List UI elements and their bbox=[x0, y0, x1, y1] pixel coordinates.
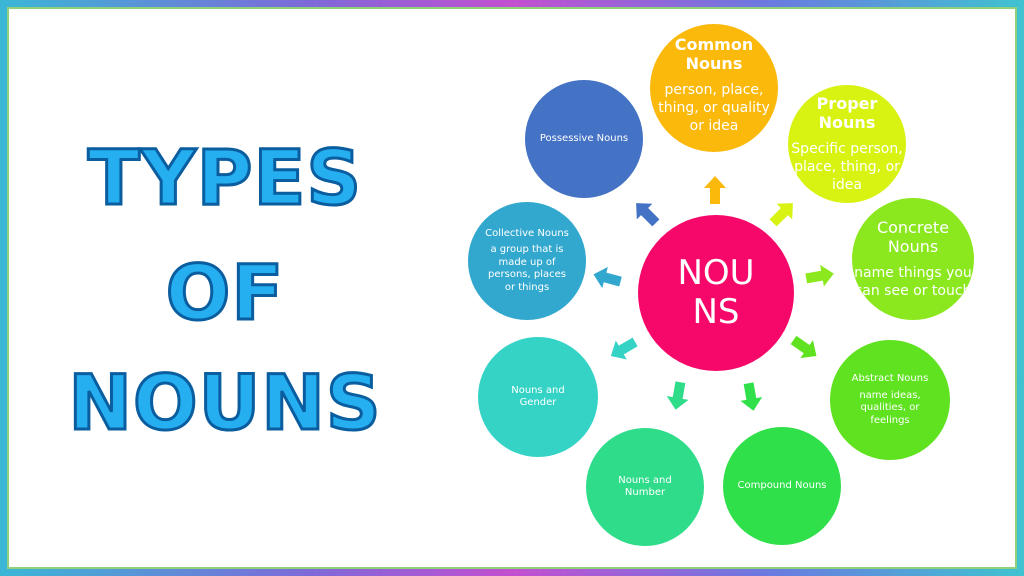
node-concrete-nouns: Concrete Nouns name things you can see o… bbox=[852, 198, 974, 320]
arrow-to-possessive bbox=[636, 203, 660, 227]
node-title: Compound Nouns bbox=[737, 479, 827, 491]
node-title: Proper Nouns bbox=[816, 93, 878, 132]
arrow-to-abstract bbox=[790, 335, 817, 359]
arrow-to-common bbox=[704, 176, 726, 204]
node-description: Specific person, place, thing, or idea bbox=[791, 140, 903, 194]
node-collective-nouns: Collective Nouns a group that is made up… bbox=[468, 202, 586, 320]
title-line-3: NOUNS bbox=[67, 358, 382, 447]
title-line-2: OF bbox=[164, 248, 285, 337]
node-title: Abstract Nouns bbox=[851, 373, 929, 384]
node-nouns-and-number: Nouns and Number bbox=[586, 428, 704, 546]
node-title: Nouns and Number bbox=[618, 474, 672, 499]
arrow-to-concrete bbox=[805, 264, 834, 287]
node-title: Collective Nouns bbox=[485, 227, 569, 239]
node-title: Possessive Nouns bbox=[539, 132, 629, 144]
arrow-to-collective bbox=[593, 266, 622, 289]
node-proper-nouns: Proper Nouns Specific person, place, thi… bbox=[788, 85, 906, 203]
node-description: a group that is made up of persons, plac… bbox=[488, 244, 566, 293]
node-title: Common Nouns bbox=[674, 34, 754, 73]
node-description: name things you can see or touch bbox=[854, 265, 972, 300]
arrow-to-number bbox=[666, 381, 689, 410]
node-title: Concrete Nouns bbox=[876, 217, 950, 256]
node-common-nouns: Common Nouns person, place, thing, or qu… bbox=[650, 24, 778, 152]
center-label-line-2: NS bbox=[692, 292, 740, 332]
node-description: name ideas, qualities, or feelings bbox=[859, 389, 921, 426]
node-description: person, place, thing, or quality or idea bbox=[658, 81, 770, 135]
node-nouns-and-gender: Nouns and Gender bbox=[478, 337, 598, 457]
node-compound-nouns: Compound Nouns bbox=[723, 427, 841, 545]
node-abstract-nouns: Abstract Nouns name ideas, qualities, or… bbox=[830, 340, 950, 460]
node-title: Nouns and Gender bbox=[511, 384, 565, 409]
arrow-to-proper bbox=[769, 203, 793, 227]
node-possessive-nouns: Possessive Nouns bbox=[525, 80, 643, 198]
title-line-1: TYPES bbox=[86, 133, 363, 222]
arrow-to-gender bbox=[610, 337, 638, 360]
center-nouns-node: NOU NS bbox=[638, 215, 794, 371]
center-label-line-1: NOU bbox=[677, 252, 755, 293]
arrow-to-compound bbox=[740, 382, 763, 411]
